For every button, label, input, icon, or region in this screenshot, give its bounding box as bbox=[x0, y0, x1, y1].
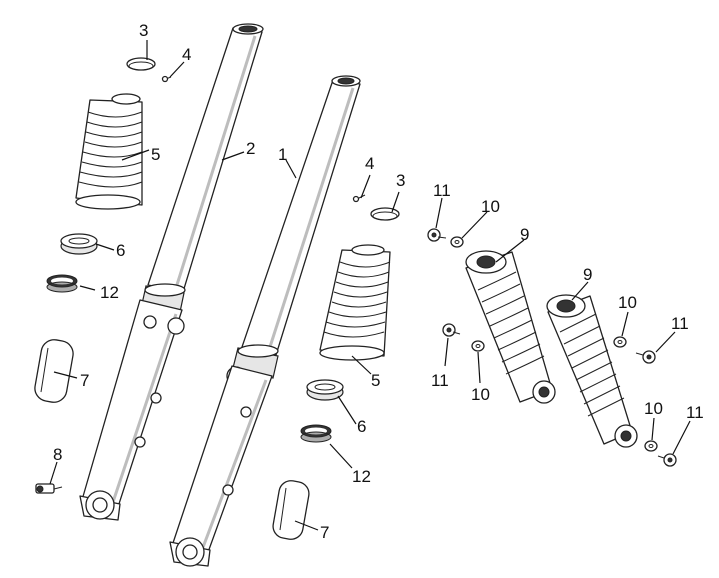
callout-10: 10 bbox=[618, 293, 637, 312]
shock-absorber-left bbox=[465, 250, 556, 404]
washer-3 bbox=[613, 336, 627, 348]
shock-absorber-right bbox=[546, 294, 638, 448]
callout-6: 6 bbox=[357, 417, 366, 436]
oil-seal-left bbox=[60, 233, 98, 255]
callout-11: 11 bbox=[433, 181, 451, 200]
fork-tube-left bbox=[79, 23, 264, 521]
callout-6: 6 bbox=[116, 241, 125, 260]
callout-12: 12 bbox=[100, 283, 119, 302]
callout-9: 9 bbox=[520, 225, 529, 244]
callout-10: 10 bbox=[471, 385, 490, 404]
washer-2 bbox=[471, 340, 485, 352]
callout-7: 7 bbox=[320, 523, 329, 542]
reflector-left bbox=[34, 339, 74, 403]
circlip-right bbox=[300, 424, 332, 443]
callout-8: 8 bbox=[53, 445, 62, 464]
dust-boot-right bbox=[319, 244, 391, 361]
callout-10: 10 bbox=[644, 399, 663, 418]
dust-boot-left bbox=[75, 93, 143, 210]
circlip-left bbox=[46, 274, 78, 293]
screw-right bbox=[352, 194, 366, 203]
drain-bolt bbox=[35, 483, 63, 494]
clamp-upper-right bbox=[370, 207, 400, 221]
callout-4: 4 bbox=[182, 45, 191, 64]
callout-7: 7 bbox=[80, 371, 89, 390]
callout-5: 5 bbox=[151, 145, 160, 164]
bolt-3 bbox=[635, 350, 656, 364]
screw-left bbox=[161, 75, 172, 83]
oil-seal-right bbox=[306, 379, 344, 401]
leader-lines bbox=[49, 40, 691, 531]
washer-1 bbox=[450, 236, 464, 248]
callout-3: 3 bbox=[396, 171, 405, 190]
washer-4 bbox=[644, 440, 658, 452]
callout-11: 11 bbox=[686, 403, 704, 422]
callout-11: 11 bbox=[431, 371, 449, 390]
callout-10: 10 bbox=[481, 197, 500, 216]
callout-12: 12 bbox=[352, 467, 371, 486]
callout-labels: 3 4 5 2 1 4 3 6 12 7 8 5 6 12 7 11 10 9 … bbox=[53, 21, 704, 542]
callout-3: 3 bbox=[139, 21, 148, 40]
callout-5: 5 bbox=[371, 371, 380, 390]
fork-tube-right bbox=[169, 75, 361, 567]
bolt-2 bbox=[442, 323, 461, 337]
bolt-4 bbox=[657, 453, 677, 467]
bolt-1 bbox=[427, 228, 447, 242]
callout-11: 11 bbox=[671, 314, 689, 333]
callout-1: 1 bbox=[278, 145, 287, 164]
callout-4: 4 bbox=[365, 154, 374, 173]
reflector-right bbox=[272, 480, 310, 540]
callout-9: 9 bbox=[583, 265, 592, 284]
callout-2: 2 bbox=[246, 139, 255, 158]
clamp-upper-left bbox=[126, 57, 156, 71]
